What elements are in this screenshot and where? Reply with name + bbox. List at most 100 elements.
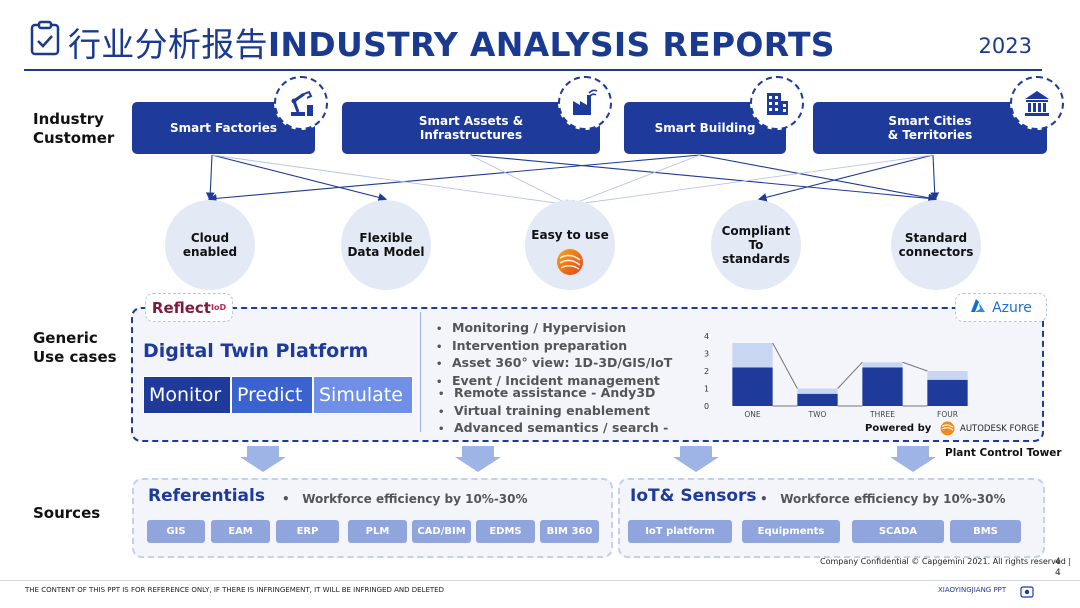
header-divider [24,69,1042,71]
bar-connector-line [772,342,798,389]
feature-easy-to-use: Easy to use [525,200,615,290]
iot-subtitle: • Workforce efficiency by 10%-30% [760,492,1006,506]
feature-flexible-data-model: Flexible Data Model [341,200,431,290]
chip-iot-platform[interactable]: IoT platform [628,520,732,543]
y-tick-label: 3 [704,350,709,359]
page-number-b: 4 [1055,568,1061,578]
bar-segment [797,388,838,394]
chip-plm[interactable]: PLM [348,520,407,543]
chip-cad-bim[interactable]: CAD/BIM [412,520,471,543]
x-tick-label: TWO [808,410,827,419]
brand-logo-icon [1020,583,1034,602]
mode-predict-button[interactable]: Predict [231,376,313,414]
y-tick-label: 2 [704,367,709,376]
down-arrows [240,446,936,472]
bullets-group-2: Remote assistance - Andy3D Virtual train… [438,385,668,438]
year-label: 2023 [978,34,1032,58]
y-tick-label: 0 [704,402,709,411]
x-tick-label: THREE [869,410,895,419]
bullet-item: Asset 360° view: 1D-3D/GIS/IoT [436,355,672,373]
reflect-logo-text: Reflect [151,298,211,317]
subtitle-text: Workforce efficiency by 10%-30% [302,492,528,506]
chip-equipments[interactable]: Equipments [742,520,840,543]
robot-arm-icon [274,76,328,130]
page-number-a: 4 [1055,557,1061,567]
feature-cloud-enabled: Cloud enabled [165,200,255,290]
confidential-note: Company Confidential © Capgemini 2021. A… [820,557,1072,566]
feature-label: Standard connectors [898,231,974,259]
industry-label: Smart Assets & Infrastructures [418,114,524,142]
feature-compliant-standards: Compliant To standards [711,200,801,290]
azure-text: Azure [992,299,1032,316]
down-arrow-icon [673,446,719,472]
forge-logo-icon [940,421,955,440]
y-tick-label: 4 [704,332,709,341]
title-cn: 行业分析报告 [68,25,268,64]
feature-label: Compliant To standards [721,224,791,266]
x-tick-label: ONE [744,410,761,419]
chip-bms[interactable]: BMS [950,520,1021,543]
autodesk-forge-label: AUTODESK FORGE [960,424,1039,434]
footer-brand: XIAOYINGJIANG PPT [938,586,1007,594]
referentials-subtitle: • Workforce efficiency by 10%-30% [282,492,528,506]
subtitle-text: Workforce efficiency by 10%-30% [780,492,1006,506]
mode-simulate-button[interactable]: Simulate [313,376,413,414]
bar-segment [927,371,968,380]
plant-control-tower-label: Plant Control Tower [945,447,1062,459]
sources-iot-panel [618,478,1045,558]
autodesk-forge-logo-icon [556,248,584,279]
sources-referentials-panel [132,478,613,558]
chip-gis[interactable]: GIS [147,520,205,543]
bullet-item: Intervention preparation [436,338,672,356]
digital-twin-platform-title: Digital Twin Platform [143,340,369,362]
azure-logo: Azure [955,293,1047,322]
connector-lines [205,154,940,208]
bullet-item: Remote assistance - Andy3D [438,385,668,403]
feature-label: Easy to use [531,228,609,242]
azure-icon [970,298,986,317]
feature-label: Flexible Data Model [347,231,425,259]
factory-icon [558,76,612,130]
feature-label: Cloud enabled [182,231,238,259]
footer-divider [0,580,1080,581]
chip-erp[interactable]: ERP [276,520,339,543]
down-arrow-icon [455,446,501,472]
bullets-group-1: Monitoring / Hypervision Intervention pr… [436,320,672,390]
industry-label: Smart Factories [169,121,278,135]
mode-buttons: Monitor Predict Simulate [143,376,413,414]
chip-edms[interactable]: EDMS [476,520,535,543]
x-tick-label: FOUR [937,410,958,419]
footer-disclaimer: THE CONTENT OF THIS PPT IS FOR REFERENCE… [25,586,444,594]
iod-logo-text: IoD [210,303,227,312]
bar-segment [862,362,903,368]
page-title: 行业分析报告INDUSTRY ANALYSIS REPORTS [68,18,835,66]
industry-smart-assets[interactable]: Smart Assets & Infrastructures [342,102,600,154]
chip-eam[interactable]: EAM [211,520,270,543]
row-label-sources: Sources [33,504,101,522]
down-arrow-icon [240,446,286,472]
mode-monitor-button[interactable]: Monitor [143,376,231,414]
iot-title: IoT& Sensors [630,486,757,506]
industry-label: Smart Cities & Territories [887,114,973,142]
industry-smart-cities[interactable]: Smart Cities & Territories [813,102,1047,154]
feature-standard-connectors: Standard connectors [891,200,981,290]
bar-connector-line [902,361,928,372]
bar-segment [927,379,968,406]
row-label-industry: Industry Customer [33,110,115,147]
referentials-title: Referentials [148,486,265,506]
bar-segment [732,343,773,368]
bar-segment [732,367,773,406]
down-arrow-icon [890,446,936,472]
bar-segment [862,367,903,406]
row-label-generic: Generic Use cases [33,329,117,366]
bar-connector-line [837,361,863,389]
title-en: INDUSTRY ANALYSIS REPORTS [267,25,835,64]
chip-bim360[interactable]: BIM 360 [540,520,599,543]
clipboard-icon [28,20,62,56]
chip-scada[interactable]: SCADA [852,520,944,543]
y-tick-label: 1 [704,385,709,394]
bar-segment [797,393,838,406]
bullet-item: Event / Incident management [436,373,672,391]
